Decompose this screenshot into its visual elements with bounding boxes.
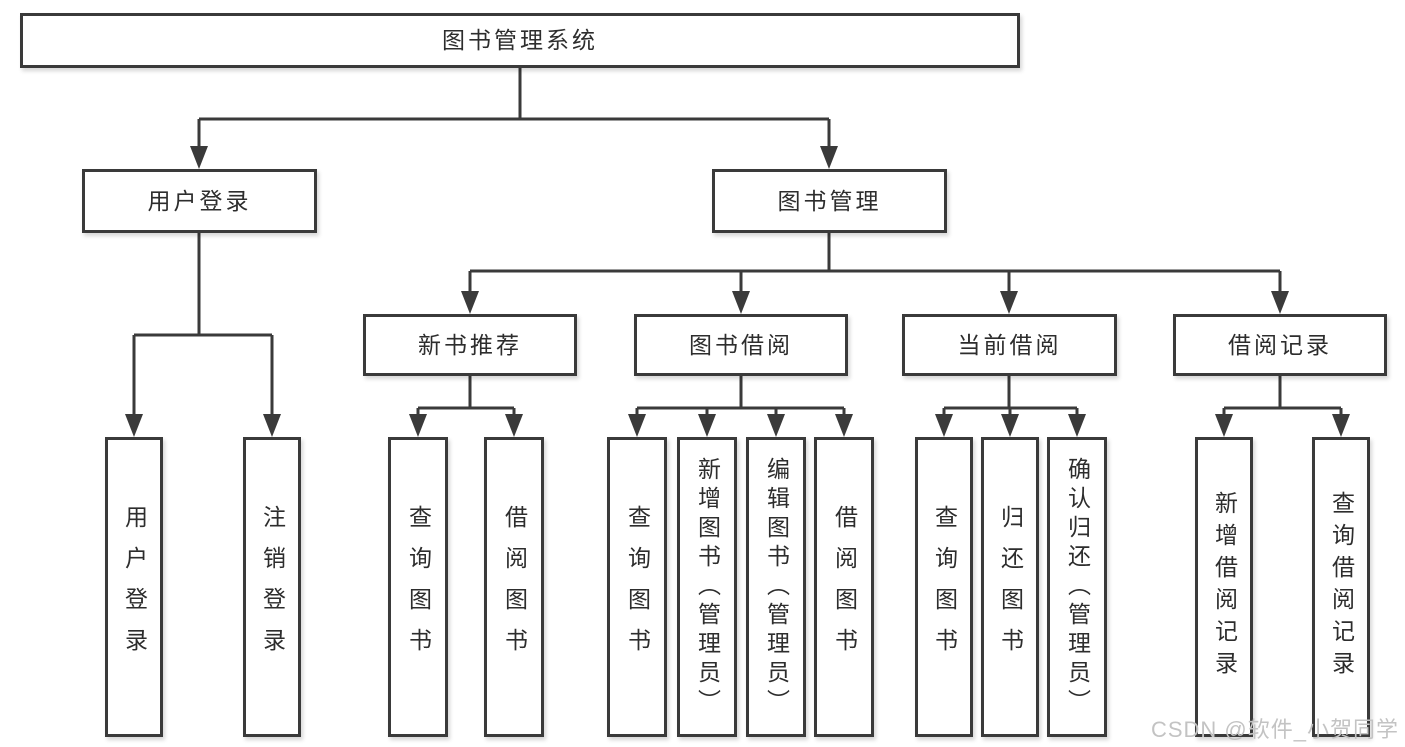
leaf-query-borrow-record: 查询借阅记录 [1312, 437, 1370, 737]
arrowheads-borrow-records [1215, 414, 1350, 437]
node-user-login-label: 用户登录 [147, 187, 252, 214]
connector-root [197, 68, 831, 146]
leaf-user-login: 用户登录 [105, 437, 163, 737]
leaf-add-book-admin: 新增图书（管理员） [677, 437, 737, 737]
leaf-edit-book-admin: 编辑图书（管理员） [746, 437, 806, 737]
leaf-borrow-books-recommend: 借阅图书 [484, 437, 544, 737]
leaf-logout-label: 注销登录 [259, 505, 286, 669]
arrowheads-current-borrow [935, 414, 1086, 437]
node-book-borrow-label: 图书借阅 [689, 331, 793, 358]
node-current-borrow-label: 当前借阅 [957, 331, 1062, 358]
csdn-watermark: CSDN @软件_小贺同学 [1150, 717, 1399, 742]
connector-borrow-records [1222, 376, 1343, 416]
arrowheads-new-book [409, 414, 523, 437]
leaf-logout: 注销登录 [243, 437, 301, 737]
node-new-book-recommend-label: 新书推荐 [418, 331, 522, 358]
arrowheads-mgmt [461, 291, 1289, 314]
leaf-query-borrow-record-label: 查询借阅记录 [1328, 491, 1355, 683]
arrowheads-book-borrow [628, 414, 853, 437]
node-root-label: 图书管理系统 [442, 27, 598, 53]
arrowheads-login [125, 414, 281, 437]
node-root: 图书管理系统 [20, 13, 1020, 68]
node-new-book-recommend: 新书推荐 [363, 314, 577, 376]
leaf-borrow-books-recommend-label: 借阅图书 [501, 505, 528, 669]
leaf-query-books-borrow: 查询图书 [607, 437, 667, 737]
leaf-borrow-books: 借阅图书 [814, 437, 874, 737]
leaf-add-borrow-record: 新增借阅记录 [1195, 437, 1253, 737]
leaf-return-books-label: 归还图书 [997, 505, 1024, 669]
node-current-borrow: 当前借阅 [902, 314, 1117, 376]
connector-book-borrow [635, 376, 846, 416]
leaf-add-book-admin-label: 新增图书（管理员） [694, 456, 721, 718]
leaf-confirm-return-admin: 确认归还（管理员） [1047, 437, 1107, 737]
leaf-confirm-return-admin-label: 确认归还（管理员） [1064, 456, 1091, 718]
node-book-management-label: 图书管理 [777, 187, 882, 214]
node-user-login: 用户登录 [82, 169, 317, 233]
leaf-user-login-label: 用户登录 [121, 505, 148, 669]
connector-login [132, 233, 274, 415]
connector-current-borrow [942, 376, 1079, 416]
leaf-add-borrow-record-label: 新增借阅记录 [1211, 491, 1238, 683]
node-book-borrow: 图书借阅 [634, 314, 848, 376]
node-borrow-records: 借阅记录 [1173, 314, 1387, 376]
leaf-query-books-borrow-label: 查询图书 [624, 505, 651, 669]
connector-mgmt [468, 233, 1282, 292]
leaf-return-books: 归还图书 [981, 437, 1039, 737]
leaf-query-books-recommend-label: 查询图书 [405, 505, 432, 669]
node-book-management: 图书管理 [712, 169, 947, 233]
node-borrow-records-label: 借阅记录 [1228, 331, 1332, 358]
arrowheads-root [190, 146, 838, 169]
leaf-query-books-recommend: 查询图书 [388, 437, 448, 737]
leaf-edit-book-admin-label: 编辑图书（管理员） [763, 456, 790, 718]
leaf-query-books-current: 查询图书 [915, 437, 973, 737]
leaf-borrow-books-label: 借阅图书 [831, 505, 858, 669]
connector-new-book [416, 376, 516, 416]
leaf-query-books-current-label: 查询图书 [931, 505, 958, 669]
